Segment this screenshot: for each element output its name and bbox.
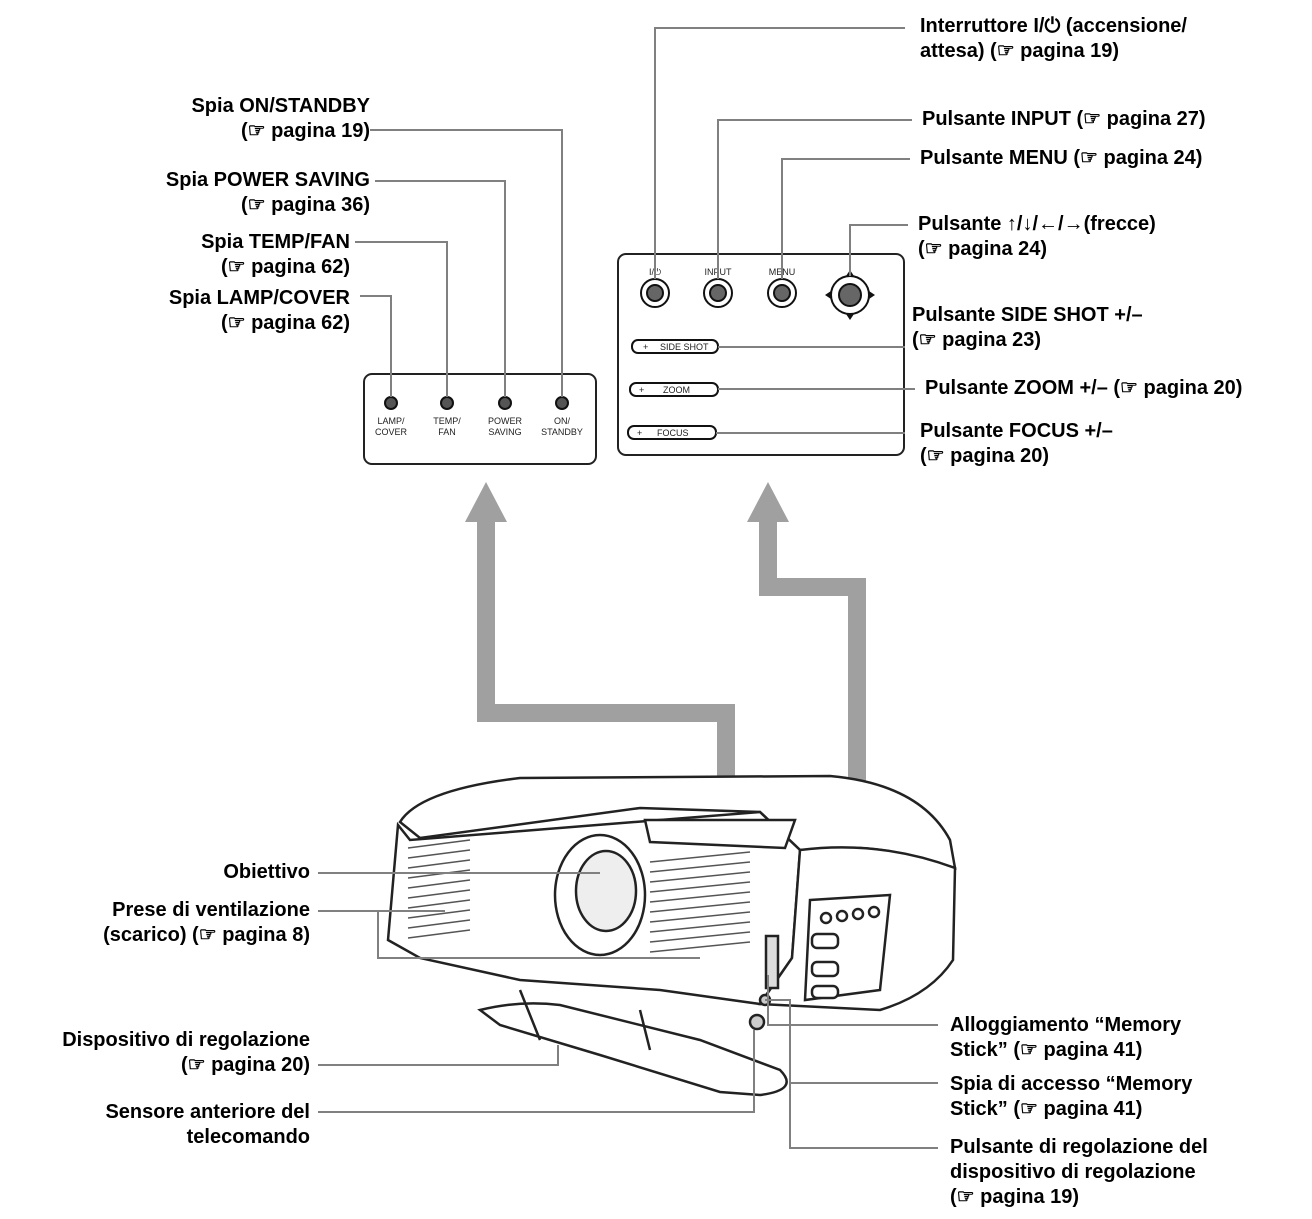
zoom-bar-text: ZOOM (663, 385, 690, 395)
side-shot-sign: + (643, 342, 648, 352)
arrow-pad-knob (838, 283, 862, 307)
adjuster-callout-line1: Dispositivo di regolazione (62, 1029, 310, 1051)
adjuster-button-callout: Pulsante di regolazione del dispositivo … (950, 1135, 1208, 1210)
power-switch-callout-line1: Interruttore I/⏻ (accensione/ (920, 15, 1187, 37)
input-button-callout-line1: Pulsante INPUT (☞ pagina 27) (922, 108, 1206, 130)
focus-callout: Pulsante FOCUS +/– (☞ pagina 20) (920, 419, 1113, 469)
arrow-to-button-panel (759, 520, 866, 870)
focus-bar-text: FOCUS (657, 428, 689, 438)
power-saving-text-1: POWER (488, 416, 523, 426)
adjuster-button-callout-line3: (☞ pagina 19) (950, 1186, 1080, 1208)
zoom-sign: + (639, 385, 644, 395)
power-saving-callout: Spia POWER SAVING (☞ pagina 36) (166, 168, 370, 218)
on-standby-text-1: ON/ (554, 416, 571, 426)
power-switch-callout: Interruttore I/⏻ (accensione/ attesa) (☞… (920, 14, 1187, 64)
lamp-cover-text-1: LAMP/ (377, 416, 405, 426)
focus-callout-line2: (☞ pagina 20) (920, 445, 1050, 467)
focus-sign: + (637, 428, 642, 438)
lens-callout-line1: Obiettivo (223, 861, 310, 883)
button-panel: I/⏻ INPUT MENU + SIDE SHOT + ZOOM + FOCU… (617, 253, 905, 456)
lens-callout: Obiettivo (223, 860, 310, 885)
side-shot-callout-line1: Pulsante SIDE SHOT +/– (912, 304, 1143, 326)
focus-callout-line1: Pulsante FOCUS +/– (920, 420, 1113, 442)
side-shot-bar-text: SIDE SHOT (660, 342, 709, 352)
power-saving-text-2: SAVING (488, 427, 521, 437)
temp-fan-callout-line1: Spia TEMP/FAN (201, 231, 350, 253)
vents-callout: Prese di ventilazione (scarico) (☞ pagin… (103, 898, 310, 948)
arrow-pad-triangles (825, 270, 875, 320)
ms-access-callout-line1: Spia di accesso “Memory (950, 1073, 1193, 1095)
side-shot-callout: Pulsante SIDE SHOT +/– (☞ pagina 23) (912, 303, 1143, 353)
power-switch-callout-line2: attesa) (☞ pagina 19) (920, 40, 1120, 62)
on-standby-callout-line1: Spia ON/STANDBY (191, 95, 370, 117)
power-saving-callout-line2: (☞ pagina 36) (240, 194, 370, 216)
ms-access-callout-line2: Stick” (☞ pagina 41) (950, 1098, 1143, 1120)
vents-callout-line1: Prese di ventilazione (112, 899, 310, 921)
lamp-cover-led (384, 396, 398, 410)
big-arrows (477, 520, 866, 870)
arrow-buttons-callout: Pulsante ↑/↓/←/→(frecce) (☞ pagina 24) (918, 212, 1156, 262)
lamp-cover-callout: Spia LAMP/COVER (☞ pagina 62) (169, 286, 350, 336)
temp-fan-led (440, 396, 454, 410)
arrowhead-indicator-panel (465, 482, 507, 522)
lamp-cover-callout-line1: Spia LAMP/COVER (168, 287, 350, 309)
adjuster-callout: Dispositivo di regolazione (☞ pagina 20) (62, 1028, 310, 1078)
lamp-cover-callout-line2: (☞ pagina 62) (220, 312, 350, 334)
side-shot-callout-line2: (☞ pagina 23) (912, 329, 1042, 351)
adjuster-button-callout-line1: Pulsante di regolazione del (950, 1136, 1208, 1158)
temp-fan-callout: Spia TEMP/FAN (☞ pagina 62) (201, 230, 350, 280)
temp-fan-text-2: FAN (438, 427, 456, 437)
arrowhead-button-panel (747, 482, 789, 522)
power-button-knob (646, 284, 664, 302)
arrow-buttons-callout-line2: (☞ pagina 24) (918, 238, 1048, 260)
temp-fan-text-1: TEMP/ (433, 416, 461, 426)
menu-button-callout-line1: Pulsante MENU (☞ pagina 24) (920, 147, 1203, 169)
remote-sensor-callout: Sensore anteriore del telecomando (105, 1100, 310, 1150)
power-saving-led (498, 396, 512, 410)
input-button-callout: Pulsante INPUT (☞ pagina 27) (922, 107, 1206, 132)
zoom-callout-line1: Pulsante ZOOM +/– (☞ pagina 20) (925, 377, 1243, 399)
menu-button-knob (773, 284, 791, 302)
ms-slot-callout: Alloggiamento “Memory Stick” (☞ pagina 4… (950, 1013, 1181, 1063)
on-standby-callout: Spia ON/STANDBY (☞ pagina 19) (191, 94, 370, 144)
leader-lines (318, 27, 938, 1149)
power-saving-callout-line1: Spia POWER SAVING (165, 169, 370, 191)
on-standby-text-2: STANDBY (541, 427, 583, 437)
input-button-knob (709, 284, 727, 302)
temp-fan-callout-line2: (☞ pagina 62) (220, 256, 350, 278)
ms-access-callout: Spia di accesso “Memory Stick” (☞ pagina… (950, 1072, 1192, 1122)
remote-sensor-callout-line2: telecomando (186, 1126, 310, 1148)
vent-grills (407, 839, 751, 953)
ms-slot-callout-line1: Alloggiamento “Memory (950, 1014, 1182, 1036)
zoom-callout: Pulsante ZOOM +/– (☞ pagina 20) (925, 376, 1242, 401)
arrow-to-indicator-panel (477, 520, 735, 810)
adjuster-button-callout-line2: dispositivo di regolazione (950, 1161, 1196, 1183)
projector-body (386, 774, 957, 1097)
menu-button-callout: Pulsante MENU (☞ pagina 24) (920, 146, 1202, 171)
on-standby-led (555, 396, 569, 410)
arrow-buttons-callout-line1: Pulsante ↑/↓/←/→(frecce) (918, 213, 1156, 235)
ms-slot-callout-line2: Stick” (☞ pagina 41) (950, 1039, 1143, 1061)
on-standby-callout-line2: (☞ pagina 19) (240, 120, 370, 142)
vents-callout-line2: (scarico) (☞ pagina 8) (103, 924, 310, 946)
adjuster-callout-line2: (☞ pagina 20) (180, 1054, 310, 1076)
lamp-cover-text-2: COVER (375, 427, 408, 437)
remote-sensor-callout-line1: Sensore anteriore del (105, 1101, 310, 1123)
